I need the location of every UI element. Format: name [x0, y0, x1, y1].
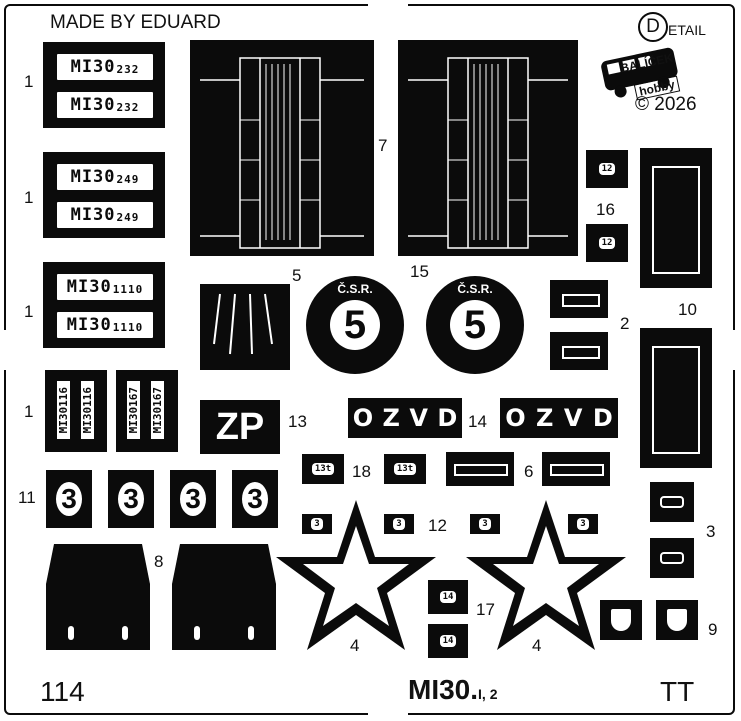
label-part-4-left: 4: [350, 636, 360, 655]
csr-badge-right-digit: 5: [450, 300, 500, 350]
part-16-bottom: 12: [586, 224, 628, 262]
fret-gap-top: [368, 0, 408, 10]
label-part-4-right: 4: [532, 636, 542, 655]
part-11-b: 3: [108, 470, 154, 528]
part-12-c: 3: [470, 514, 500, 534]
vplate-116-b: MI30116: [80, 380, 95, 440]
part-6-right: [542, 452, 610, 486]
label-part-1a: 1: [24, 72, 34, 91]
label-part-14: 14: [468, 412, 487, 431]
part-7-right-panel: [398, 40, 578, 256]
part-8-right: [172, 544, 276, 650]
label-part-3: 3: [706, 522, 716, 541]
part-18-left: 13t: [302, 454, 344, 484]
shield-icon: [611, 609, 631, 631]
model-variants: I, 2: [478, 686, 498, 702]
part-11-c: 3: [170, 470, 216, 528]
vplate-167-a: MI30167: [126, 380, 141, 440]
label-part-5: 5: [292, 266, 302, 285]
detail-logo: D ETAIL BALÍČEK hobby © 2026: [590, 10, 730, 125]
part-16-top: 12: [586, 150, 628, 188]
csr-badge-right-top: Č.S.R.: [457, 282, 493, 296]
csr-badge-left-top: Č.S.R.: [337, 282, 373, 296]
label-part-12: 12: [428, 516, 447, 535]
label-part-2: 2: [620, 314, 630, 333]
part-9-right: [656, 600, 698, 640]
part-7-left-panel: [190, 40, 374, 256]
copyright-text: © 2026: [635, 94, 697, 115]
label-part-7: 7: [378, 136, 388, 155]
label-part-13: 13: [288, 412, 307, 431]
model-main: MI30.: [408, 674, 479, 705]
part-2-top: [550, 280, 608, 318]
part-5-comb: [200, 284, 290, 370]
vplate-116-a: MI30116: [56, 380, 71, 440]
part-18-right: 13t: [384, 454, 426, 484]
vplate-sheet-116: [45, 370, 107, 452]
label-part-1d: 1: [24, 402, 34, 421]
maker-label: MADE BY EDUARD: [50, 12, 221, 33]
label-part-10: 10: [678, 300, 697, 319]
scale-label: TT: [660, 676, 695, 707]
part-17-bottom: 14: [428, 624, 468, 658]
fret-gap-left: [0, 330, 10, 370]
label-part-17: 17: [476, 600, 495, 619]
part-4-star-left: [276, 500, 436, 650]
part-11-d: 3: [232, 470, 278, 528]
part-12-a: 3: [302, 514, 332, 534]
part-10-bottom: [640, 328, 712, 468]
vplate-167-b: MI30167: [150, 380, 165, 440]
part-4-star-right: [466, 500, 626, 650]
csr-badge-right: Č.S.R. 5: [426, 276, 524, 374]
part-12-b: 3: [384, 514, 414, 534]
part-11-a: 3: [46, 470, 92, 528]
csr-badge-left: Č.S.R. 5: [306, 276, 404, 374]
label-part-1b: 1: [24, 188, 34, 207]
model-name: MI30.I, 2: [408, 674, 498, 706]
label-part-18: 18: [352, 462, 371, 481]
shield-icon: [667, 609, 687, 631]
label-part-16: 16: [596, 200, 615, 219]
detail-logo-text: ETAIL: [668, 22, 706, 38]
part-6-left: [446, 452, 514, 486]
fret-gap-right: [731, 330, 741, 370]
bus-icon: [601, 47, 678, 98]
label-part-9: 9: [708, 620, 718, 639]
part-17-top: 14: [428, 580, 468, 614]
csr-badge-left-digit: 5: [330, 300, 380, 350]
label-part-11: 11: [18, 488, 36, 507]
part-8-left: [46, 544, 150, 650]
part-3-bottom: [650, 538, 694, 578]
part-9-left: [600, 600, 642, 640]
part-13-zp: ZP: [200, 400, 280, 454]
sheet-number: 114: [40, 676, 85, 707]
part-10-top: [640, 148, 712, 288]
label-part-6: 6: [524, 462, 534, 481]
label-part-8: 8: [154, 552, 164, 571]
label-part-15: 15: [410, 262, 429, 281]
part-12-d: 3: [568, 514, 598, 534]
label-part-1c: 1: [24, 302, 34, 321]
part-2-bottom: [550, 332, 608, 370]
detail-logo-d: D: [638, 12, 668, 42]
part-3-top: [650, 482, 694, 522]
fret-gap-bottom: [368, 711, 408, 721]
